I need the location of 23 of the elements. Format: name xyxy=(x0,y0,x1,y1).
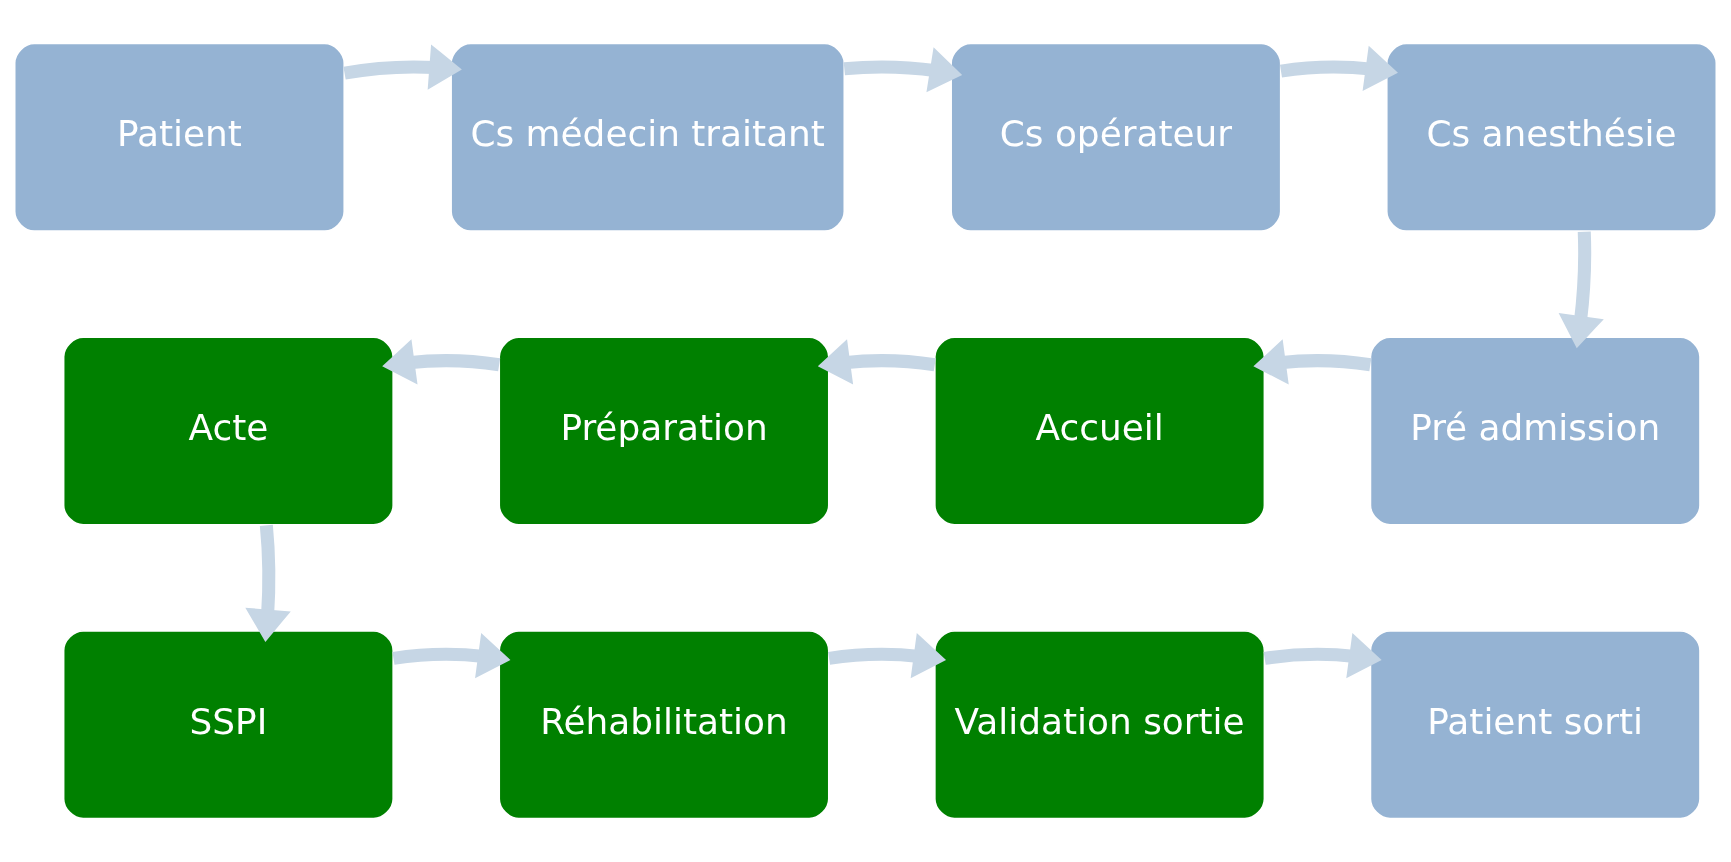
node-box: Pré admission xyxy=(1369,336,1701,526)
node-box: Réhabilitation xyxy=(498,630,830,820)
arrow xyxy=(1558,231,1604,349)
arrow xyxy=(1263,633,1382,679)
node-box: Patient xyxy=(13,42,346,232)
arrow xyxy=(343,44,462,90)
arrow xyxy=(382,339,501,385)
node-box: Patient sorti xyxy=(1369,630,1701,820)
arrow xyxy=(245,524,291,643)
node-box: Accueil xyxy=(934,336,1266,526)
arrow xyxy=(1280,45,1398,91)
node-box: Validation sortie xyxy=(934,630,1266,820)
node-box: Acte xyxy=(62,336,394,526)
arrow xyxy=(817,339,936,385)
arrow xyxy=(392,633,511,679)
node-box: Cs anesthésie xyxy=(1385,42,1718,232)
node-box: Cs opérateur xyxy=(950,42,1282,232)
arrow xyxy=(1253,339,1372,385)
arrow xyxy=(843,47,963,93)
node-box: Cs médecin traitant xyxy=(450,42,846,232)
arrow xyxy=(828,633,947,679)
node-box: SSPI xyxy=(62,630,394,820)
node-box: Préparation xyxy=(498,336,830,526)
